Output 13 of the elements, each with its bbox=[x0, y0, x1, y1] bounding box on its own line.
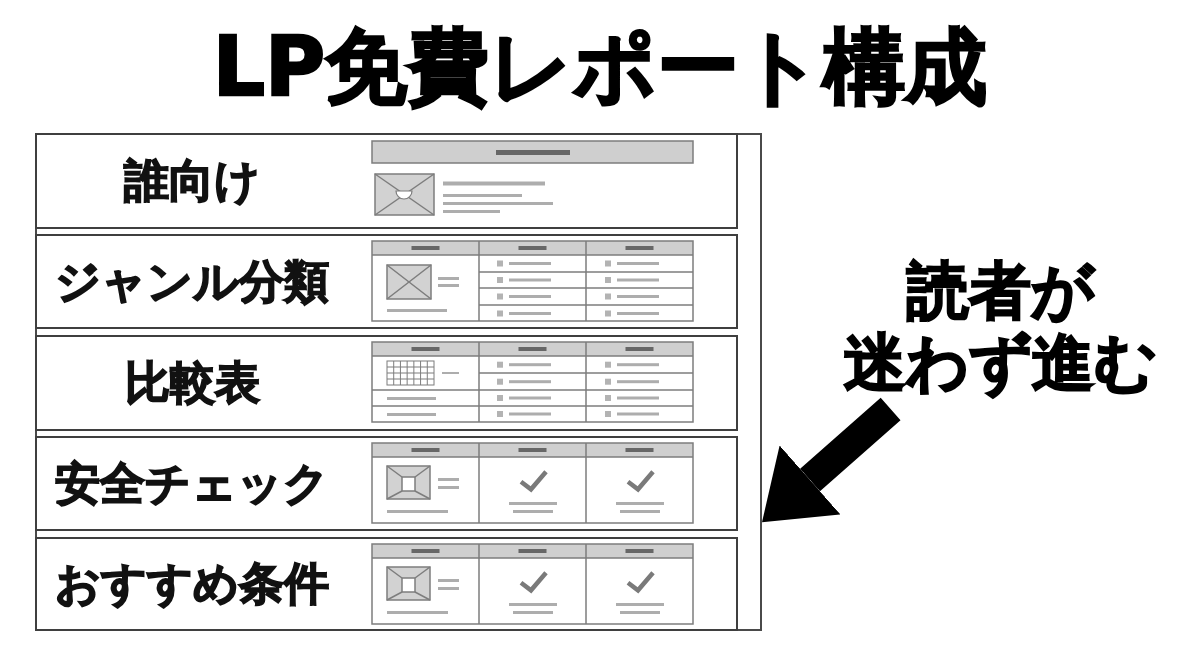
section-box bbox=[35, 234, 738, 329]
section-box bbox=[35, 133, 738, 229]
section-box bbox=[35, 537, 738, 631]
callout-text: 読者が迷わず進む bbox=[843, 255, 1157, 409]
page-frame bbox=[35, 133, 762, 631]
title: LP免費レポート構成 bbox=[212, 26, 988, 108]
section-label: 誰向け bbox=[124, 155, 260, 207]
section-label: 安全チェック bbox=[55, 457, 329, 510]
section-label: 比較表 bbox=[124, 357, 260, 409]
section-box bbox=[35, 436, 738, 531]
section-label: おすすめ条件 bbox=[55, 558, 329, 610]
section-box bbox=[35, 335, 738, 431]
section-label: ジャンル分類 bbox=[55, 255, 329, 308]
